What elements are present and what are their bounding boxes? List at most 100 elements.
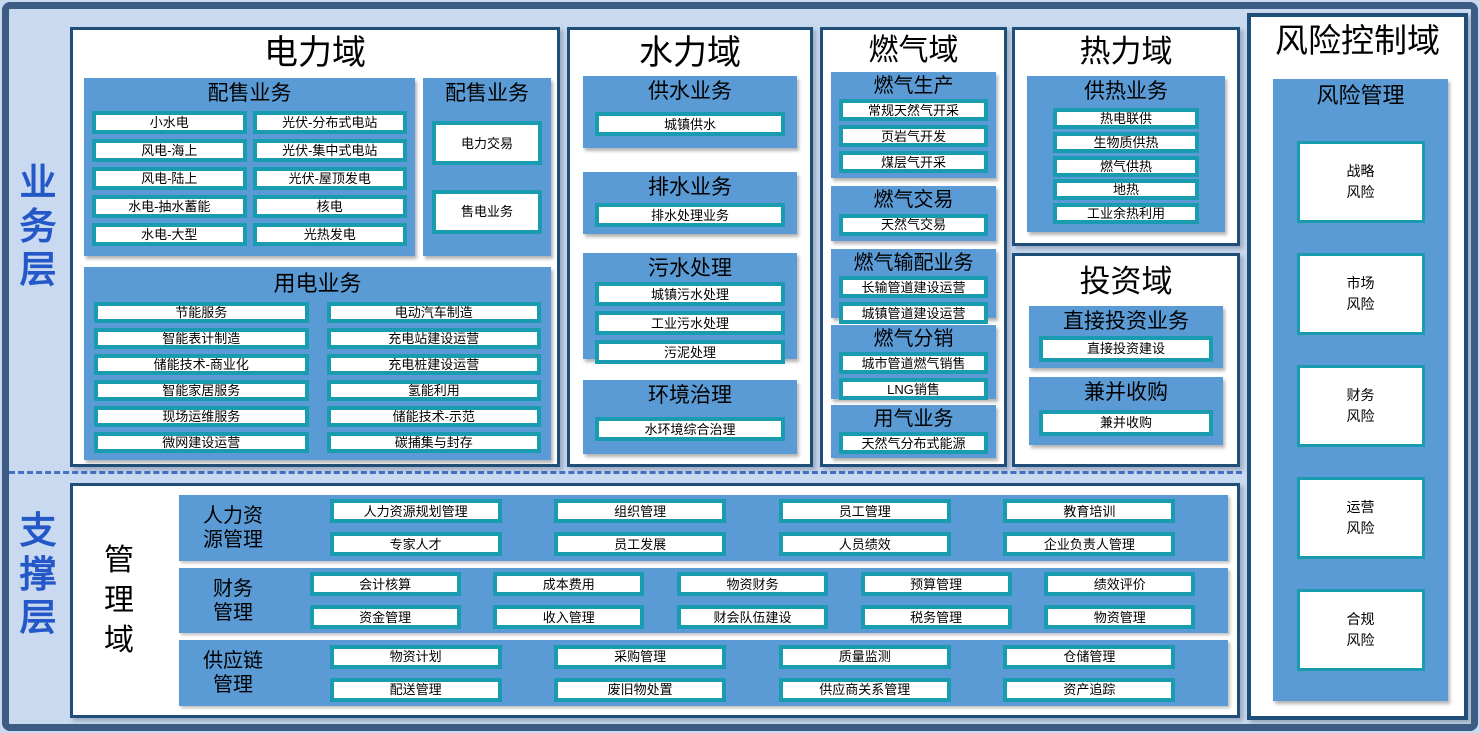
business-item: 收入管理 [493, 605, 645, 629]
group-water-drainage: 排水业务 排水处理业务 [583, 172, 797, 234]
business-item: 供应商关系管理 [778, 677, 951, 702]
row-label-line2: 源管理 [203, 528, 263, 551]
business-item: 热电联供 [1053, 108, 1199, 129]
gas-domain-title: 燃气域 [868, 34, 959, 67]
risk-item-line2: 风险 [1346, 184, 1375, 200]
business-item: 员工发展 [554, 532, 727, 557]
group-gas-trade: 燃气交易 天然气交易 [831, 186, 996, 241]
row-label: 供应链 管理 [189, 649, 277, 697]
group-title: 燃气交易 [873, 189, 954, 211]
group-title: 用电业务 [273, 271, 362, 296]
item-list: 兼并收购 [1029, 406, 1223, 445]
management-rows: 人力资 源管理 人力资源规划管理 专家人才 组织管理 员工发展 员工管理 人员绩… [179, 495, 1228, 707]
group-title: 燃气生产 [873, 75, 954, 97]
risk-item: 财务 风险 [1296, 365, 1425, 447]
item-list: 电力交易售电业务 [423, 107, 551, 256]
item-pair: 人力资源规划管理 专家人才 [329, 499, 502, 557]
management-domain-title: 管理域 [104, 543, 134, 657]
heat-domain-title: 热力域 [1079, 34, 1173, 69]
business-item: 污泥处理 [595, 340, 785, 364]
panel-risk-control-domain: 风险控制域 风险管理 战略 风险 市场 风险 财务 风险 运营 风险 合规 风险 [1247, 13, 1468, 720]
business-item: 生物质供热 [1053, 131, 1199, 153]
business-item: LNG销售 [839, 378, 988, 400]
group-gas-production: 燃气生产 常规天然气开采页岩气开发煤层气开采 [831, 72, 996, 178]
risk-item-line1: 战略 [1346, 163, 1375, 179]
row-columns: 会计核算 资金管理 成本费用 收入管理 物资财务 财会队伍建设 预算管理 税务管… [277, 572, 1228, 629]
business-item: 物资管理 [1044, 605, 1196, 629]
risk-item: 合规 风险 [1296, 589, 1425, 671]
risk-item: 市场 风险 [1296, 253, 1425, 335]
business-item: 燃气供热 [1053, 155, 1199, 177]
business-item: 储能技术-商业化 [94, 354, 309, 375]
item-pair: 采购管理 废旧物处置 [554, 644, 727, 702]
business-item: 工业污水处理 [595, 311, 785, 335]
business-item: 废旧物处置 [554, 677, 727, 702]
business-item: 地热 [1053, 179, 1199, 201]
business-item: 电力交易 [432, 121, 542, 166]
row-columns: 人力资源规划管理 专家人才 组织管理 员工发展 员工管理 人员绩效 教育培训 企… [277, 499, 1228, 557]
group-gas-consumption: 用气业务 天然气分布式能源 [831, 405, 996, 458]
business-item: 仓储管理 [1003, 644, 1176, 669]
business-item: 水电-抽水蓄能 [92, 195, 247, 218]
risk-item-line2: 风险 [1346, 632, 1375, 648]
group-power-distribution-sale: 配售业务 小水电光伏-分布式电站风电-海上光伏-集中式电站风电-陆上光伏-屋顶发… [84, 78, 415, 256]
group-title: 直接投资业务 [1063, 310, 1189, 333]
business-item: 售电业务 [432, 189, 542, 234]
risk-item-line1: 财务 [1346, 387, 1375, 403]
business-item: 水环境综合治理 [595, 417, 785, 441]
row-label: 人力资 源管理 [189, 504, 277, 552]
group-gas-transmission: 燃气输配业务 长输管道建设运营城镇管道建设运营 [831, 249, 996, 324]
business-item: 会计核算 [309, 572, 461, 596]
row-finance: 财务 管理 会计核算 资金管理 成本费用 收入管理 物资财务 财会队伍建设 预算… [179, 567, 1228, 634]
item-pair: 质量监测 供应商关系管理 [778, 644, 951, 702]
business-item: 现场运维服务 [94, 406, 309, 427]
risk-item-line2: 风险 [1346, 296, 1375, 312]
business-item: 人力资源规划管理 [329, 499, 502, 524]
item-list: 战略 风险 市场 风险 财务 风险 运营 风险 合规 风险 [1273, 111, 1448, 701]
business-item: 财会队伍建设 [676, 605, 828, 629]
business-item: 光伏-集中式电站 [252, 139, 407, 162]
group-title: 兼并收购 [1084, 381, 1168, 404]
business-item: 直接投资建设 [1039, 335, 1213, 362]
group-title: 燃气分销 [873, 328, 954, 350]
business-item: 员工管理 [778, 499, 951, 524]
group-title: 供热业务 [1084, 80, 1168, 103]
group-title: 风险管理 [1316, 83, 1405, 108]
risk-domain-title: 风险控制域 [1275, 22, 1440, 59]
group-title: 供水业务 [648, 80, 732, 103]
power-domain-title: 电力域 [264, 34, 366, 72]
investment-domain-title: 投资域 [1079, 264, 1173, 299]
item-pair: 物资财务 财会队伍建设 [676, 572, 828, 629]
item-list: 水环境综合治理 [583, 409, 797, 454]
risk-item-line2: 风险 [1346, 520, 1375, 536]
item-pair: 组织管理 员工发展 [554, 499, 727, 557]
business-item: 风电-海上 [92, 139, 247, 162]
business-item: 预算管理 [860, 572, 1012, 596]
row-columns: 物资计划 配送管理 采购管理 废旧物处置 质量监测 供应商关系管理 仓储管理 资… [277, 644, 1228, 702]
row-label-line1: 供应链 [203, 650, 263, 673]
business-item: 光伏-屋顶发电 [252, 167, 407, 190]
business-item: 成本费用 [493, 572, 645, 596]
layer-label-support: 支撑层 [19, 510, 57, 639]
water-groups: 供水业务 城镇供水 排水业务 排水处理业务 污水处理 城镇污水处理工业污水处理污… [570, 76, 810, 454]
item-pair: 成本费用 收入管理 [493, 572, 645, 629]
group-sewage-treatment: 污水处理 城镇污水处理工业污水处理污泥处理 [583, 253, 797, 364]
risk-item: 战略 风险 [1296, 141, 1425, 223]
panel-water-domain: 水力域 供水业务 城镇供水 排水业务 排水处理业务 污水处理 城镇污水处理工业污… [567, 27, 813, 467]
business-item: 专家人才 [329, 532, 502, 557]
business-item: 资产追踪 [1003, 677, 1176, 702]
business-item: 光伏-分布式电站 [252, 111, 407, 134]
item-list: 热电联供生物质供热燃气供热地热工业余热利用 [1027, 105, 1225, 232]
item-list: 天然气分布式能源 [831, 432, 996, 459]
business-item: 水电-大型 [92, 223, 247, 246]
risk-item-line1: 市场 [1346, 275, 1375, 291]
business-item: 绩效评价 [1044, 572, 1196, 596]
business-item: 煤层气开采 [839, 151, 988, 173]
item-pair: 仓储管理 资产追踪 [1003, 644, 1176, 702]
layer-divider-line [9, 471, 1242, 474]
business-item: 充电桩建设运营 [326, 354, 541, 375]
business-item: 企业负责人管理 [1003, 532, 1176, 557]
group-title: 配售业务 [445, 82, 529, 105]
business-item: 配送管理 [329, 677, 502, 702]
group-direct-investment: 直接投资业务 直接投资建设 [1029, 306, 1223, 368]
